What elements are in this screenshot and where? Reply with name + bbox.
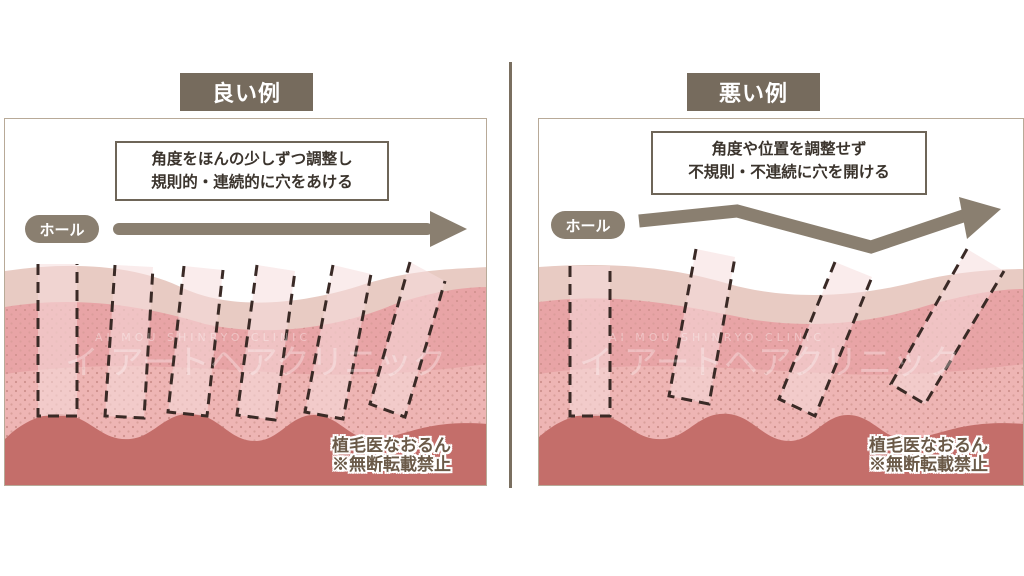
svg-text:イ アートヘアクリニック: イ アートヘアクリニック <box>65 343 446 383</box>
credit-line-1: 植毛医なおるん <box>869 436 988 456</box>
svg-text:AI MOU SHINRYO CLINIC: AI MOU SHINRYO CLINIC <box>609 331 825 344</box>
bad-example-title: 悪い例 <box>687 73 820 111</box>
credit-line-2: ※無断転載禁止 <box>332 455 451 475</box>
caption-line-1: 角度をほんの少しずつ調整し <box>151 149 353 168</box>
bad-example-caption: 角度や位置を調整せず 不規則・不連続に穴を開ける <box>651 131 927 195</box>
caption-line-1: 角度や位置を調整せず <box>711 139 867 158</box>
good-example-diagram: AI MOU SHINRYO CLINIC イ アートヘアクリニック 角度をほん… <box>4 118 487 486</box>
good-example-title: 良い例 <box>180 73 313 111</box>
credit-line-1: 植毛医なおるん <box>332 436 451 456</box>
irregular-progression-arrow <box>638 197 1001 254</box>
caption-line-2: 不規則・不連続に穴を開ける <box>688 162 890 181</box>
credit-watermark: 植毛医なおるん ※無断転載禁止 <box>332 437 451 475</box>
good-example-panel: 良い例 <box>4 73 487 486</box>
skin-cross-section: AI MOU SHINRYO CLINIC イ アートヘアクリニック <box>539 197 1023 485</box>
regular-progression-arrow <box>113 211 467 247</box>
good-example-caption: 角度をほんの少しずつ調整し 規則的・連続的に穴をあける <box>115 141 389 201</box>
hole-label: ホール <box>551 211 625 239</box>
caption-line-2: 規則的・連続的に穴をあける <box>151 172 353 191</box>
bad-example-diagram: AI MOU SHINRYO CLINIC イ アートヘアクリニック 角度や位置… <box>538 118 1024 486</box>
svg-text:イ アートヘアクリニック: イ アートヘアクリニック <box>579 343 960 383</box>
bad-example-panel: 悪い例 AI M <box>512 0 1024 576</box>
credit-watermark: 植毛医なおるん ※無断転載禁止 <box>869 437 988 475</box>
panel-divider <box>509 62 512 488</box>
skin-cross-section: AI MOU SHINRYO CLINIC イ アートヘアクリニック <box>5 211 486 485</box>
credit-line-2: ※無断転載禁止 <box>869 455 988 475</box>
svg-text:AI MOU SHINRYO CLINIC: AI MOU SHINRYO CLINIC <box>95 331 311 344</box>
hole-label: ホール <box>25 215 99 243</box>
